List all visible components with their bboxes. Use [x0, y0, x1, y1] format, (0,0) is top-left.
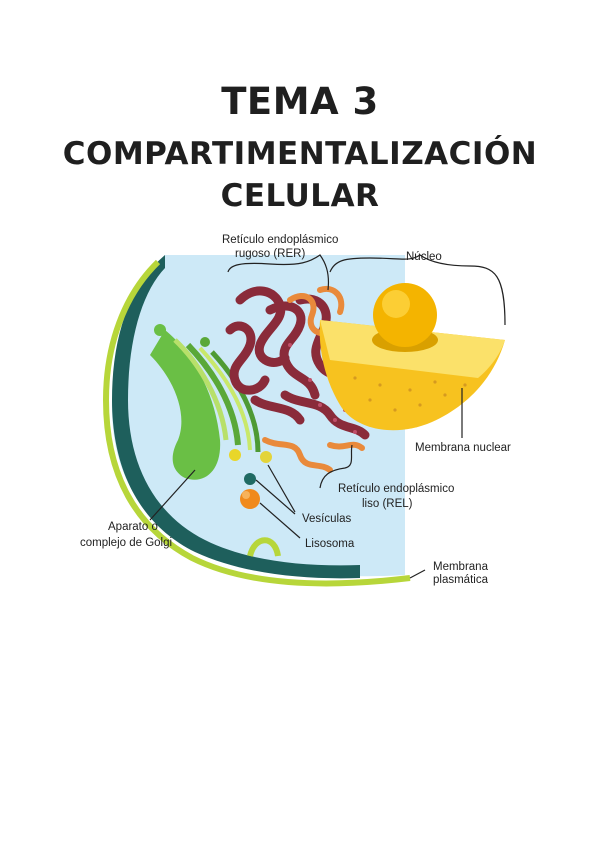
- vesicle: [260, 451, 272, 463]
- label-rel-line2: liso (REL): [362, 498, 413, 510]
- label-plasma-membrane-line1: Membrana: [433, 561, 489, 573]
- label-nuclear-membrane: Membrana nuclear: [415, 442, 511, 454]
- label-golgi-line2: complejo de Golgi: [80, 537, 172, 549]
- label-plasma-membrane-line2: plasmática: [433, 574, 489, 586]
- label-lysosome: Lisosoma: [305, 538, 355, 550]
- label-rer-line2: rugoso (RER): [235, 248, 305, 260]
- lysosome: [240, 489, 260, 509]
- label-vesicles: Vesículas: [302, 513, 351, 525]
- label-rer-line1: Retículo endoplásmico: [222, 234, 338, 246]
- label-nucleus: Núcleo: [406, 251, 442, 263]
- label-golgi-line1: Aparato o: [108, 521, 158, 533]
- vesicle: [244, 473, 256, 485]
- plasma-membrane-pointer: [410, 570, 425, 578]
- label-rel-line1: Retículo endoplásmico: [338, 483, 454, 495]
